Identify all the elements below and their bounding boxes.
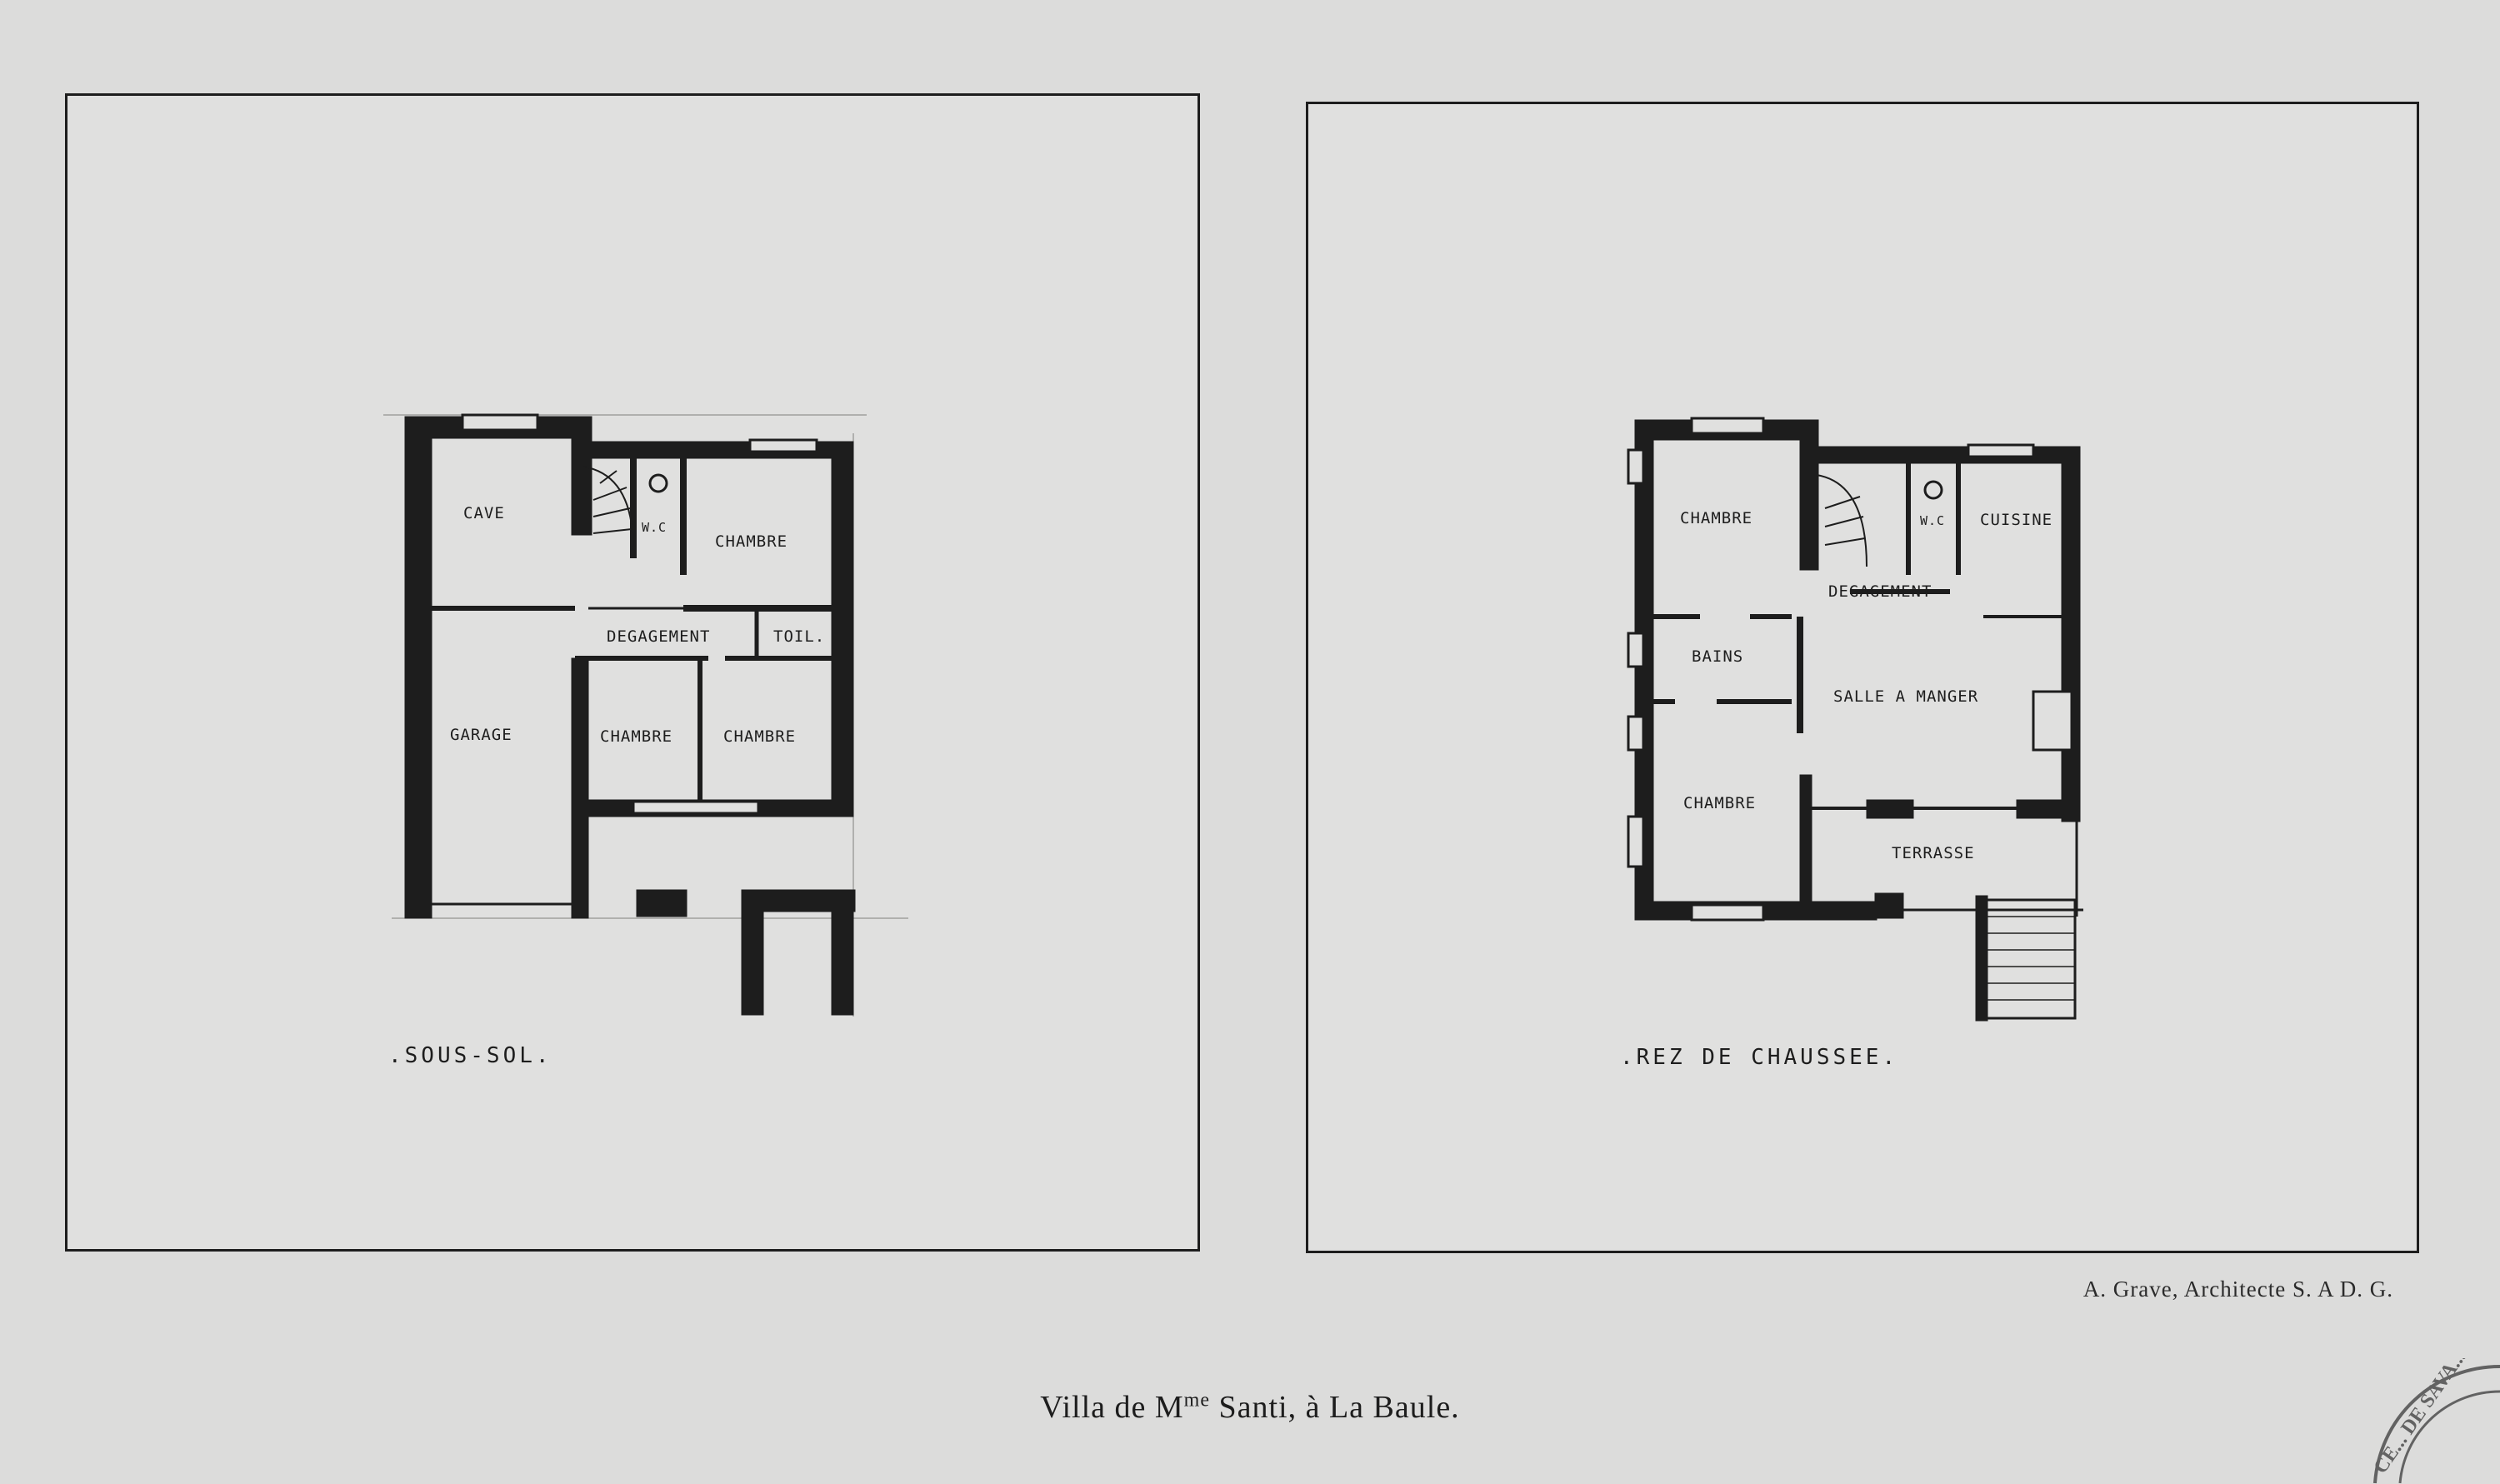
room-label-degagement: DEGAGEMENT — [1828, 582, 1932, 601]
room-label-degagement: DEGAGEMENT — [607, 627, 710, 646]
caption-superscript: me — [1183, 1389, 1210, 1412]
caption-before: Villa de M — [1040, 1390, 1184, 1425]
window — [632, 800, 760, 815]
wall — [404, 416, 432, 919]
window — [748, 438, 818, 453]
figure-caption: Villa de Mme Santi, à La Baule. — [0, 1389, 2500, 1426]
room-label-chambre-mid: CHAMBRE — [600, 727, 672, 746]
staircase — [1816, 467, 1909, 567]
pillar — [741, 889, 764, 1016]
wall — [1816, 446, 2081, 464]
room-label-chambre-right: CHAMBRE — [723, 727, 796, 746]
exterior-staircase — [1975, 895, 2077, 1022]
wall — [2061, 446, 2081, 822]
room-label-bains: BAINS — [1692, 647, 1743, 666]
room-label-chambre-top: CHAMBRE — [1680, 509, 1752, 527]
caption-after: Santi, à La Baule. — [1209, 1390, 1460, 1425]
library-stamp: CE... DE SAVA... — [2370, 1358, 2500, 1484]
plan-title-rez-de-chaussee: .REZ DE CHAUSSEE. — [1620, 1045, 1899, 1070]
toilet-icon — [1923, 480, 1943, 500]
stamp-text: CE... DE SAVA... — [2370, 1358, 2471, 1477]
plan-frame-rez-de-chaussee — [1306, 102, 2419, 1253]
room-label-toil: TOIL. — [773, 627, 825, 646]
plan-title-sous-sol: .SOUS-SOL. — [388, 1043, 552, 1068]
wall — [1799, 774, 1812, 919]
pillar — [636, 889, 688, 917]
room-label-wc: W.C — [642, 520, 667, 535]
wall — [571, 416, 592, 536]
wall — [1799, 419, 1819, 571]
room-label-terrasse: TERRASSE — [1892, 844, 1975, 862]
room-label-garage: GARAGE — [450, 726, 512, 744]
staircase — [582, 466, 634, 551]
room-label-chambre-bottom: CHAMBRE — [1683, 794, 1756, 812]
room-label-chambre-top: CHAMBRE — [715, 532, 788, 551]
architect-credit: A. Grave, Architecte S. A D. G. — [2082, 1277, 2393, 1302]
room-label-salle-a-manger: SALLE A MANGER — [1833, 687, 1978, 706]
toilet-icon — [648, 473, 668, 493]
plan-frame-sous-sol — [65, 93, 1200, 1252]
room-label-cuisine: CUISINE — [1980, 511, 2052, 529]
room-label-wc: W.C — [1920, 513, 1945, 528]
room-label-cave: CAVE — [463, 504, 505, 522]
